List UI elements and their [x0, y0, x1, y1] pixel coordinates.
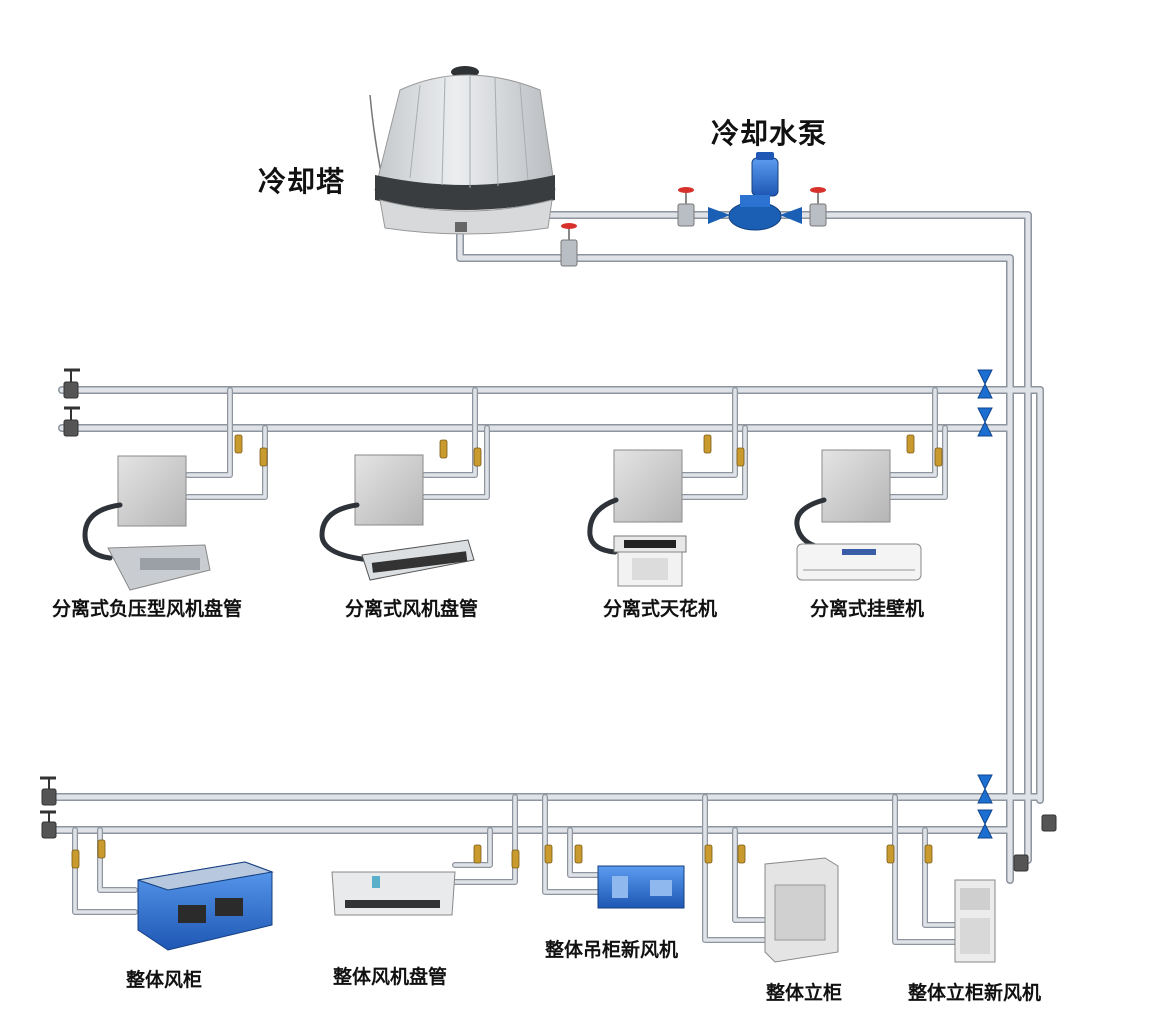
- label-split-fcu: 分离式风机盘管: [345, 598, 479, 620]
- label-packaged-floor-fresh-air: 整体立柜新风机: [908, 982, 1042, 1004]
- brass-fittings: [71, 434, 943, 869]
- pump-inlet-valve: [677, 187, 695, 227]
- tower-return-valve: [560, 223, 578, 267]
- unit-split-negative-pressure-fcu: [107, 544, 211, 591]
- label-cooling-tower: 冷却塔: [258, 165, 346, 198]
- split-outdoor-boxes: [117, 449, 891, 527]
- flex-hoses: [82, 497, 827, 563]
- end-valves-lower: [40, 776, 57, 839]
- unit-packaged-ahu: [137, 861, 274, 951]
- blue-valves: [977, 369, 993, 839]
- label-cooling-pump: 冷却水泵: [711, 117, 828, 150]
- label-split-negative-pressure-fcu: 分离式负压型风机盘管: [52, 598, 243, 620]
- label-packaged-ceiling-fresh-air: 整体吊柜新风机: [545, 939, 679, 961]
- unit-packaged-floor-cabinet: [764, 857, 839, 963]
- unit-packaged-ceiling-fresh-air: [597, 865, 685, 909]
- label-split-wall-mount: 分离式挂壁机: [810, 598, 925, 620]
- unit-split-fcu: [361, 539, 475, 581]
- riser-bottom-valves: [1013, 814, 1057, 872]
- unit-packaged-fcu: [331, 871, 456, 916]
- unit-split-wall-mount: [796, 543, 922, 581]
- label-split-cassette: 分离式天花机: [603, 598, 718, 620]
- label-packaged-ahu: 整体风柜: [126, 969, 203, 991]
- cooling-water-pump: [708, 152, 802, 231]
- unit-split-cassette: [613, 535, 687, 587]
- cooling-tower: [369, 66, 556, 235]
- label-packaged-floor-cabinet: 整体立柜: [766, 982, 843, 1004]
- pump-outlet-valve: [809, 187, 827, 227]
- label-packaged-fcu: 整体风机盘管: [333, 966, 448, 988]
- pipe-network: [46, 211, 1044, 945]
- unit-packaged-floor-fresh-air: [954, 879, 996, 963]
- end-valves-upper: [63, 368, 80, 437]
